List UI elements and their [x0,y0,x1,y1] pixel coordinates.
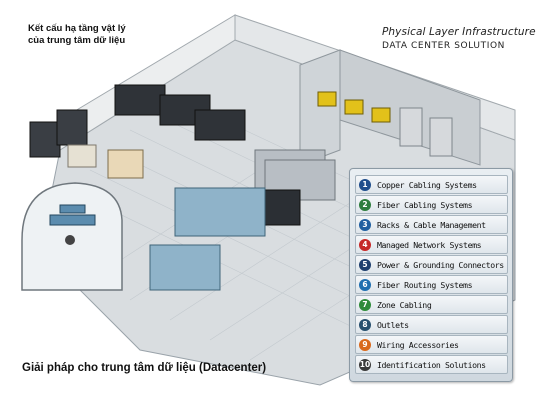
shutter-door-2 [429,117,453,157]
legend-number-badge: 10 [359,358,371,371]
legend-item-power-grounding[interactable]: 5 Power & Grounding Connectors [355,255,508,274]
shutter-door-1 [399,107,423,147]
rack-row-blue-1 [174,187,266,237]
legend-item-label: Identification Solutions [377,359,486,370]
en-title-block: Physical Layer Infrastructure DATA CENTE… [382,26,536,51]
legend-number-badge: 4 [359,238,371,251]
legend-item-label: Outlets [377,319,409,330]
ups-unit-3 [371,107,391,123]
ups-unit-2 [344,99,364,115]
legend-item-label: Racks & Cable Management [377,219,486,230]
legend-item-label: Power & Grounding Connectors [377,259,504,270]
partition-wall [299,49,341,166]
legend-item-identification[interactable]: 10 Identification Solutions [355,355,508,374]
legend-number-badge: 6 [359,278,371,291]
legend-item-copper-cabling[interactable]: 1 Copper Cabling Systems [355,175,508,194]
en-subtitle: DATA CENTER SOLUTION [382,41,505,51]
legend-number-badge: 9 [359,338,371,351]
legend-number-badge: 1 [359,178,371,191]
en-title: Physical Layer Infrastructure [382,26,536,38]
caption: Giải pháp cho trung tâm dữ liệu (Datacen… [22,362,267,374]
legend-item-label: Managed Network Systems [377,239,482,250]
legend-item-label: Fiber Cabling Systems [377,199,473,210]
legend-item-zone-cabling[interactable]: 7 Zone Cabling [355,295,508,314]
cabinet-beige-1 [67,144,97,168]
rack-row-blue-2 [149,244,221,291]
operator-desk [49,204,96,226]
cabinet-beige-2 [107,149,144,179]
legend-number-badge: 8 [359,318,371,331]
legend-item-label: Fiber Routing Systems [377,279,473,290]
legend-item-fiber-cabling[interactable]: 2 Fiber Cabling Systems [355,195,508,214]
legend-item-managed-network[interactable]: 4 Managed Network Systems [355,235,508,254]
rack-group-top [114,84,246,141]
vn-title-line2: của trung tâm dữ liệu [28,35,126,46]
legend-number-badge: 7 [359,298,371,311]
legend-number-badge: 5 [359,258,371,271]
legend-item-label: Copper Cabling Systems [377,179,477,190]
ups-unit-1 [317,91,337,107]
legend-number-badge: 2 [359,198,371,211]
vn-title-line1: Kết cấu hạ tầng vật lý [28,23,126,34]
solutions-legend: 1 Copper Cabling Systems 2 Fiber Cabling… [349,168,513,382]
legend-item-outlets[interactable]: 8 Outlets [355,315,508,334]
legend-number-badge: 3 [359,218,371,231]
legend-item-label: Wiring Accessories [377,339,459,350]
legend-item-wiring-accessories[interactable]: 9 Wiring Accessories [355,335,508,354]
legend-item-racks-cable-management[interactable]: 3 Racks & Cable Management [355,215,508,234]
legend-item-fiber-routing[interactable]: 6 Fiber Routing Systems [355,275,508,294]
legend-item-label: Zone Cabling [377,299,432,310]
rack-group-left [29,109,88,158]
vn-title: Kết cấu hạ tầng vật lý của trung tâm dữ … [28,23,188,47]
operator-chair [65,235,75,245]
